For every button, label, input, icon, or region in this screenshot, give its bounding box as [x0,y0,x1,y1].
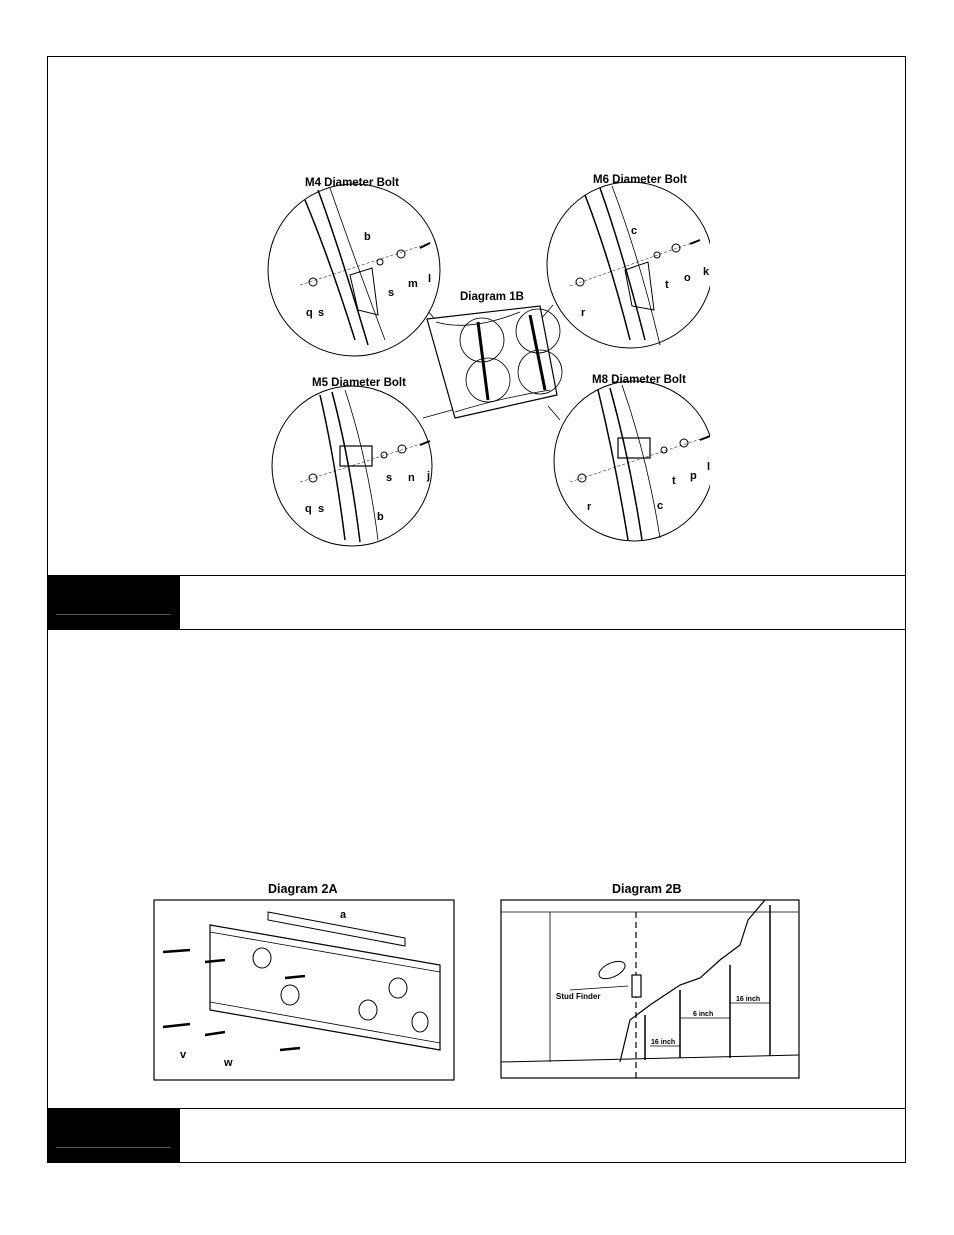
diagram-2a: Diagram 2A a v w [153,882,455,1081]
diagram-2b-title: Diagram 2B [612,882,681,896]
step-tab [47,576,180,629]
m6-label-c: c [631,225,637,237]
diagram-2a-label-w: w [223,1057,233,1069]
m4-label-l: l [428,273,431,285]
m6-detail [546,181,710,349]
diagram-1b-title: Diagram 1B [460,291,524,303]
diagram-2a-label-a: a [340,909,347,921]
m5-label-j: j [426,470,430,482]
dimension-label-1: 16 inch [651,1039,675,1046]
stud-finder-label: Stud Finder [556,992,600,1001]
diagram-2a-title: Diagram 2A [268,882,337,896]
m8-detail [553,380,710,542]
m8-title: M8 Diameter Bolt [592,374,686,386]
wall-plate-perspective [162,911,441,1052]
step-header-bar [47,1108,906,1163]
m8-label-l: l [707,461,710,473]
step-header-bar [47,575,906,630]
m4-label-m: m [408,278,418,290]
diagram-1b: Diagram 1B M4 Diameter Bolt b q s s m l … [267,174,710,547]
m6-label-r: r [581,307,586,319]
m8-label-c: c [657,500,663,512]
diagram-2a-label-v: v [180,1049,187,1061]
m8-label-r: r [587,501,592,513]
m6-label-k: k [703,266,710,278]
m5-detail [271,385,433,547]
m4-label-b: b [364,231,371,243]
m5-label-n: n [408,472,415,484]
wall-plate-drawing [426,305,563,419]
m4-label-s1: s [318,307,324,319]
m5-label-s2: s [386,472,392,484]
wall-cutaway [500,899,800,1078]
m8-label-p: p [690,470,697,482]
m4-detail [267,183,441,357]
m6-title: M6 Diameter Bolt [593,174,687,186]
m5-label-s1: s [318,503,324,515]
dimension-label-3: 16 inch [736,996,760,1003]
m6-label-t: t [665,279,669,291]
m8-label-t: t [672,475,676,487]
m4-label-s2: s [388,287,394,299]
m4-title: M4 Diameter Bolt [305,177,399,189]
m5-title: M5 Diameter Bolt [312,377,406,389]
step-tab [47,1109,180,1162]
diagram-2b: Diagram 2B Stud Finder 16 inch 6 inch 16… [500,882,800,1079]
m5-label-q: q [305,503,312,515]
m6-label-o: o [684,272,691,284]
m5-label-b: b [377,511,384,523]
m4-label-q: q [306,307,313,319]
dimension-label-2: 6 inch [693,1011,713,1018]
